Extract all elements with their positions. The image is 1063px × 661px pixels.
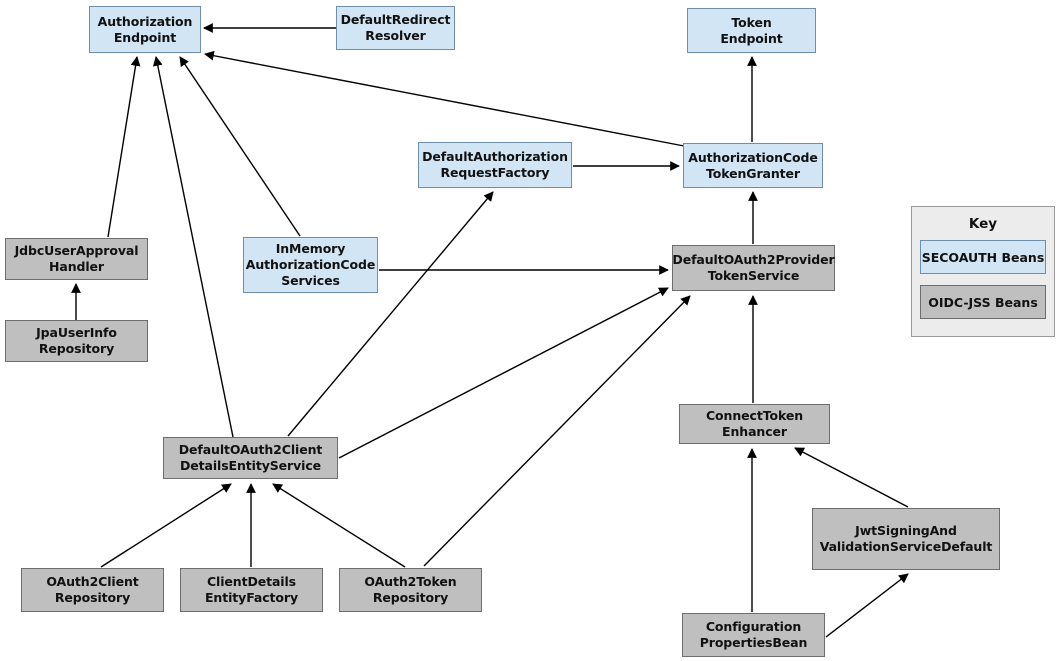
key-entry-oidc-jss: OIDC-JSS Beans <box>920 285 1046 319</box>
node-label: ConnectToken Enhancer <box>705 408 804 439</box>
node-label: OAuth2Token Repository <box>364 574 457 605</box>
edge-client-details-service-to-authorization-endpoint <box>152 56 234 438</box>
edge-oauth2-token-repo-to-client-details-service <box>272 483 406 568</box>
node-label: OAuth2Client Repository <box>46 574 139 605</box>
node-label: DefaultOAuth2Provider TokenService <box>672 252 835 283</box>
node-label: AuthorizationCode TokenGranter <box>688 149 818 181</box>
key-legend-panel: Key SECOAUTH Beans OIDC-JSS Beans <box>911 206 1055 337</box>
edge-jwt-signing-service-to-connect-token-enhancer <box>794 447 909 508</box>
key-entry-label: SECOAUTH Beans <box>921 249 1045 265</box>
node-label: ClientDetails EntityFactory <box>204 574 299 605</box>
node-client-details-entity-factory[interactable]: ClientDetails EntityFactory <box>180 568 323 612</box>
node-label: Token Endpoint <box>720 14 783 46</box>
node-connect-token-enhancer[interactable]: ConnectToken Enhancer <box>679 404 830 444</box>
node-label: Configuration PropertiesBean <box>699 619 808 650</box>
edge-oauth2-token-repo-to-provider-token-service <box>423 295 691 567</box>
node-inmemory-authorization-code-services[interactable]: InMemory AuthorizationCode Services <box>243 237 378 293</box>
node-jpa-user-info-repository[interactable]: JpaUserInfo Repository <box>5 320 148 362</box>
node-authorization-endpoint[interactable]: Authorization Endpoint <box>89 6 201 53</box>
node-label: DefaultOAuth2Client DetailsEntityService <box>178 442 323 473</box>
edge-config-properties-bean-to-jwt-signing-service <box>825 573 909 638</box>
node-label: InMemory AuthorizationCode Services <box>245 241 376 288</box>
node-configuration-properties-bean[interactable]: Configuration PropertiesBean <box>682 613 825 657</box>
node-label: JwtSigningAnd ValidationServiceDefault <box>819 523 993 554</box>
node-oauth2-token-repository[interactable]: OAuth2Token Repository <box>339 568 482 612</box>
key-title: Key <box>968 216 998 232</box>
node-default-redirect-resolver[interactable]: DefaultRedirect Resolver <box>336 6 455 50</box>
edge-jdbc-user-approval-handler-to-authorization-endpoint <box>107 56 141 238</box>
node-label: JdbcUserApproval Handler <box>14 243 139 274</box>
edge-oauth2-client-repo-to-client-details-service <box>100 483 232 568</box>
key-entry-label: OIDC-JSS Beans <box>928 294 1038 310</box>
edge-inmemory-auth-code-services-to-authorization-endpoint <box>179 56 301 237</box>
node-jdbc-user-approval-handler[interactable]: JdbcUserApproval Handler <box>5 238 148 280</box>
node-default-authorization-request-factory[interactable]: DefaultAuthorization RequestFactory <box>418 142 572 188</box>
node-jwt-signing-and-validation-service-default[interactable]: JwtSigningAnd ValidationServiceDefault <box>812 508 1000 570</box>
node-label: JpaUserInfo Repository <box>36 325 117 356</box>
edge-client-details-service-to-auth-request-factory <box>287 191 494 437</box>
node-label: DefaultAuthorization RequestFactory <box>422 149 568 180</box>
node-label: Authorization Endpoint <box>97 13 193 45</box>
node-default-oauth2-provider-token-service[interactable]: DefaultOAuth2Provider TokenService <box>672 245 835 291</box>
node-default-oauth2-client-details-entity-service[interactable]: DefaultOAuth2Client DetailsEntityService <box>163 437 338 479</box>
edge-auth-code-token-granter-to-authorization-endpoint <box>204 50 685 147</box>
node-label: DefaultRedirect Resolver <box>340 12 451 43</box>
node-oauth2-client-repository[interactable]: OAuth2Client Repository <box>21 568 164 612</box>
node-token-endpoint[interactable]: Token Endpoint <box>687 8 816 53</box>
node-authorization-code-token-granter[interactable]: AuthorizationCode TokenGranter <box>683 143 823 188</box>
key-entry-secoauth: SECOAUTH Beans <box>920 240 1046 274</box>
edge-client-details-service-to-provider-token-service <box>338 287 669 459</box>
